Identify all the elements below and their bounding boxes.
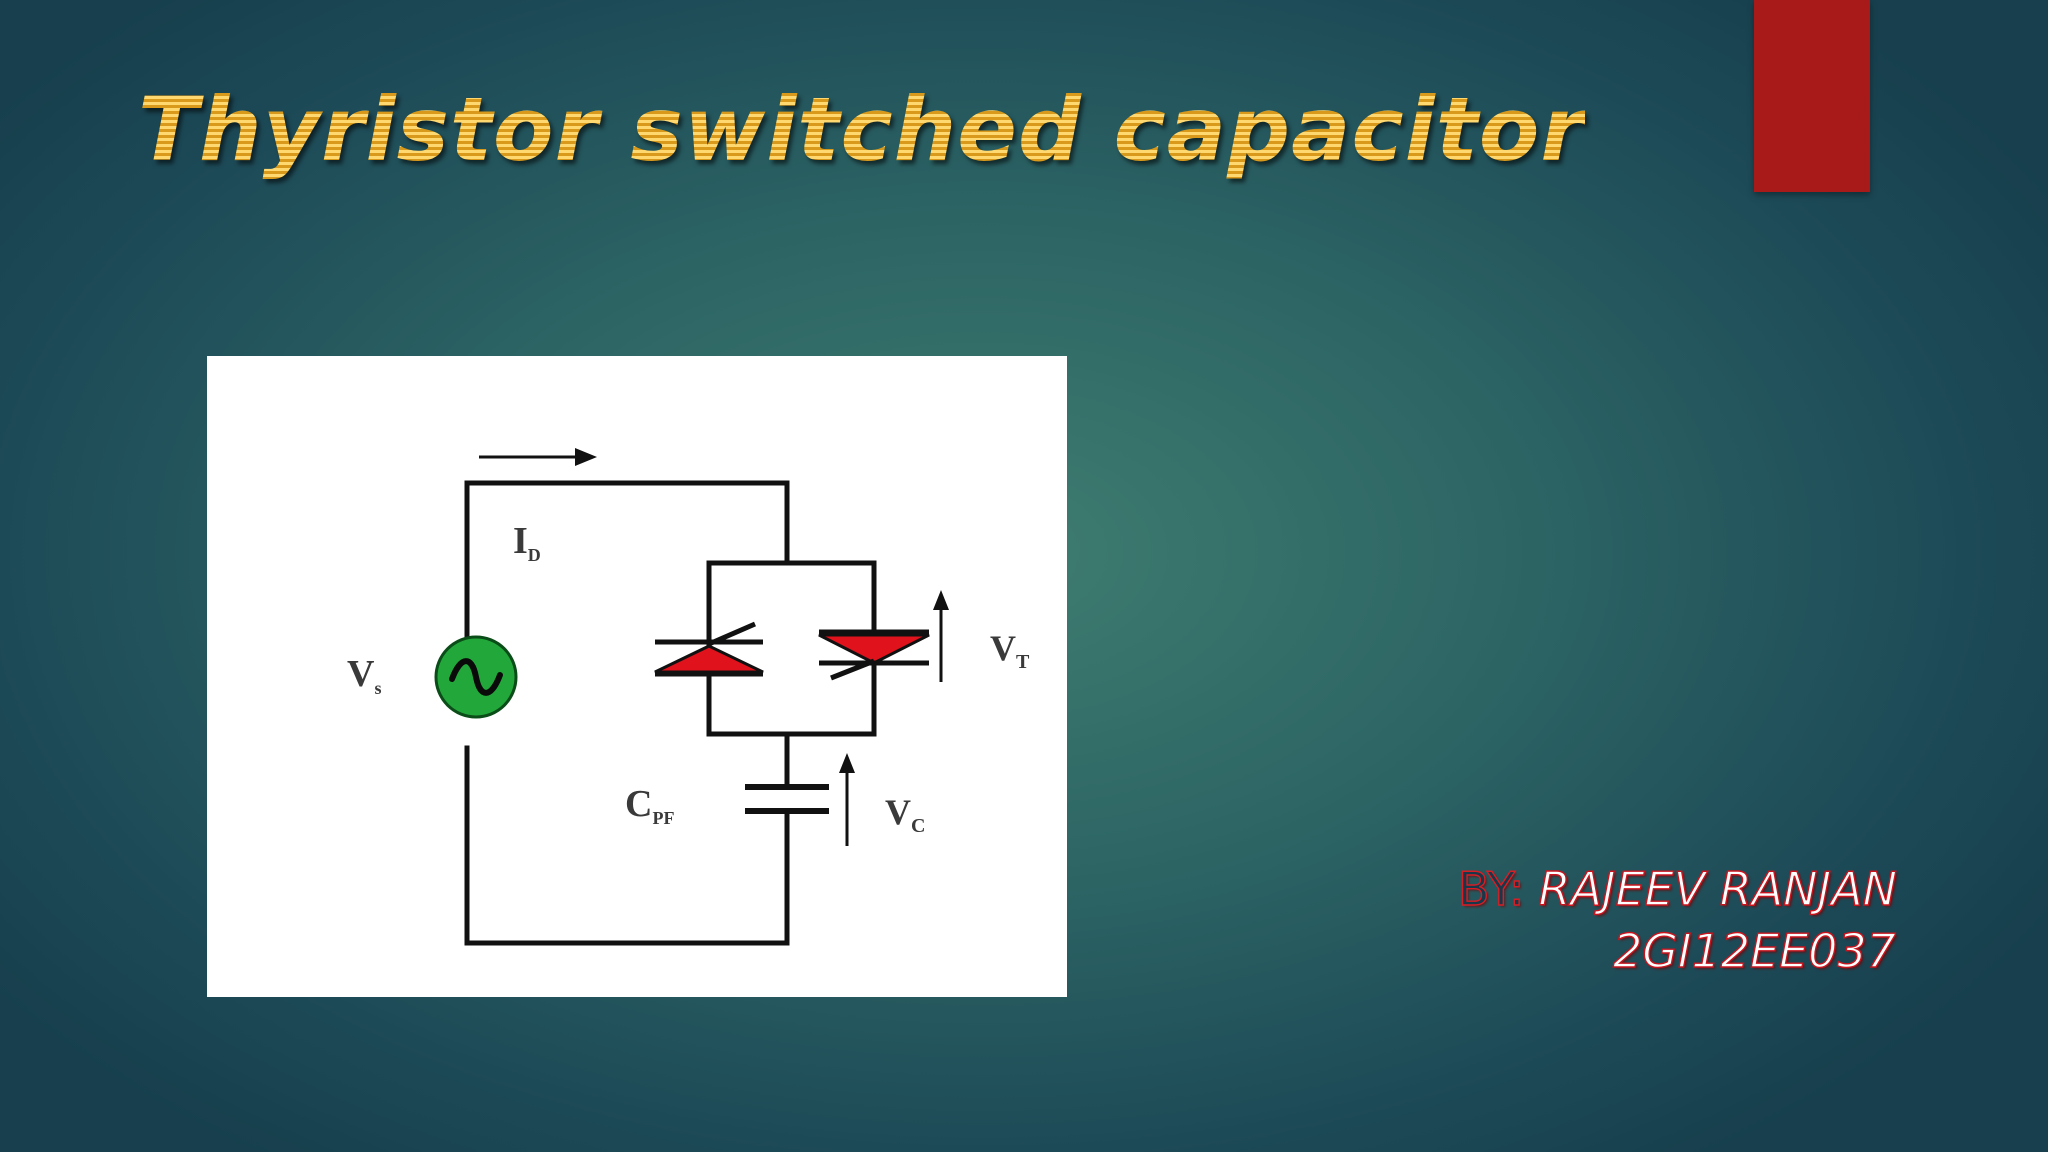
author-id: 2GI12EE037 [1612,923,1896,978]
source-voltage-label: Vs [347,653,381,698]
by-label: BY: [1457,861,1525,916]
ac-source-icon [434,635,518,719]
current-label: ID [513,520,541,565]
capacitor-label: CPF [625,783,674,828]
thyristor-icon [818,629,930,681]
thyristor-icon [654,621,764,677]
slide-title: Thyristor switched capacitor [138,78,1585,181]
circuit-diagram: ID Vs VT CPF VC [207,356,1067,997]
circuit-wires [464,480,877,946]
thyristor-voltage-arrow [933,590,949,682]
capacitor-voltage-label: VC [885,792,925,837]
author-name: RAJEEV RANJAN [1538,861,1898,916]
capacitor-icon [745,784,829,814]
author-credit: BY:RAJEEV RANJAN 2GI12EE037 [1457,858,2018,982]
accent-bar [1754,0,1870,192]
capacitor-voltage-arrow [839,753,855,846]
thyristor-voltage-label: VT [990,628,1030,673]
current-arrow [479,448,597,466]
circuit-svg: ID Vs VT CPF VC [347,448,1030,946]
